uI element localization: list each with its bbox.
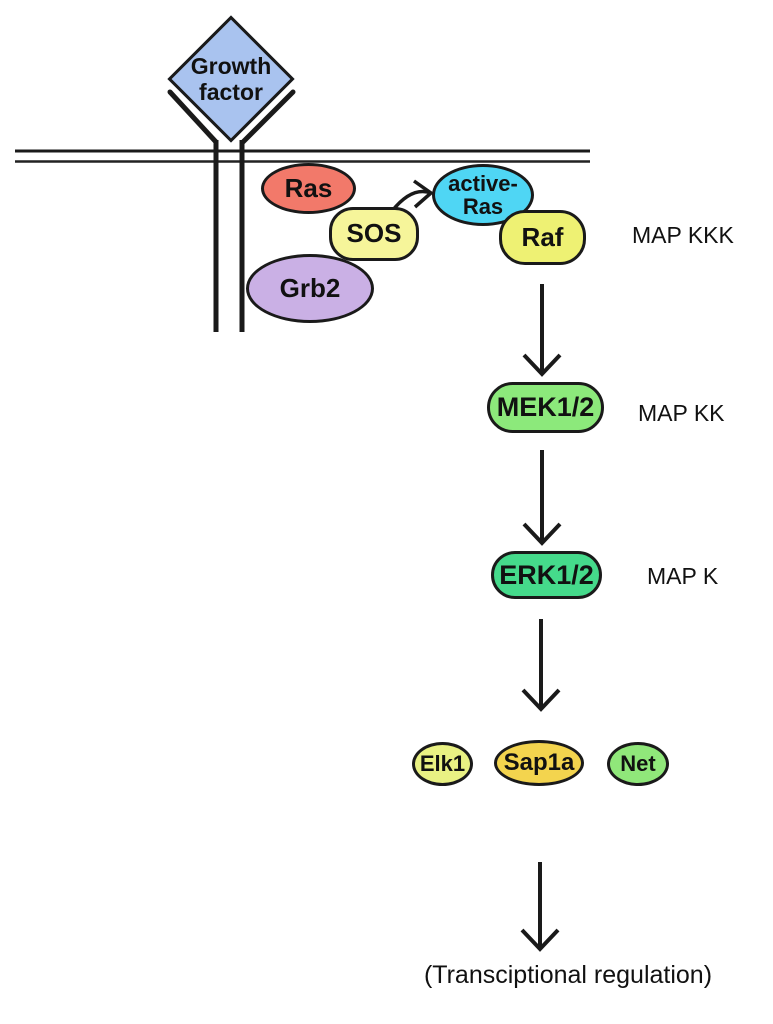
arrowhead-mek-to-erk: [522, 522, 562, 546]
growth-factor-label-line2: factor: [199, 79, 263, 105]
tier-label-map-kkk: MAP KKK: [632, 222, 734, 248]
active-ras-label-line2: Ras: [462, 194, 504, 219]
node-raf: Raf: [499, 210, 586, 265]
tier-label-map-k: MAP K: [647, 563, 719, 589]
sap1a-label: Sap1a: [503, 749, 575, 777]
receptor-right-arm: [240, 89, 296, 145]
erk12-label: ERK1/2: [499, 559, 594, 590]
grb2-label: Grb2: [279, 272, 341, 303]
receptor-left-arm: [167, 89, 219, 145]
node-erk12: ERK1/2: [491, 551, 602, 599]
tier-label-map-kk: MAP KK: [638, 400, 725, 426]
node-active-ras: active- Ras: [432, 164, 534, 226]
elk1-label: Elk1: [419, 751, 466, 777]
raf-label: Raf: [521, 221, 564, 252]
active-ras-label-line1: active-: [448, 171, 518, 196]
mek12-label: MEK1/2: [496, 392, 595, 423]
ras-label: Ras: [284, 172, 333, 203]
growth-factor-label-line1: Growth: [190, 53, 272, 79]
node-elk1: Elk1: [412, 742, 473, 786]
arrowhead-raf-to-mek: [522, 353, 562, 377]
sos-label: SOS: [346, 218, 402, 249]
node-grb2: Grb2: [246, 254, 374, 323]
growth-factor-label: Growth factor: [156, 53, 306, 105]
node-sos: SOS: [329, 207, 419, 261]
node-net: Net: [607, 742, 669, 786]
arrowhead-erk-to-targets: [521, 688, 561, 712]
node-sap1a: Sap1a: [494, 740, 584, 786]
transcriptional-regulation-label: (Transciptional regulation): [423, 961, 713, 989]
arrowhead-to-transcription: [520, 928, 560, 952]
net-label: Net: [620, 751, 656, 777]
node-mek12: MEK1/2: [487, 382, 604, 433]
active-ras-label: active- Ras: [448, 172, 518, 218]
activation-arrowhead: [412, 179, 434, 209]
node-ras: Ras: [261, 163, 356, 214]
